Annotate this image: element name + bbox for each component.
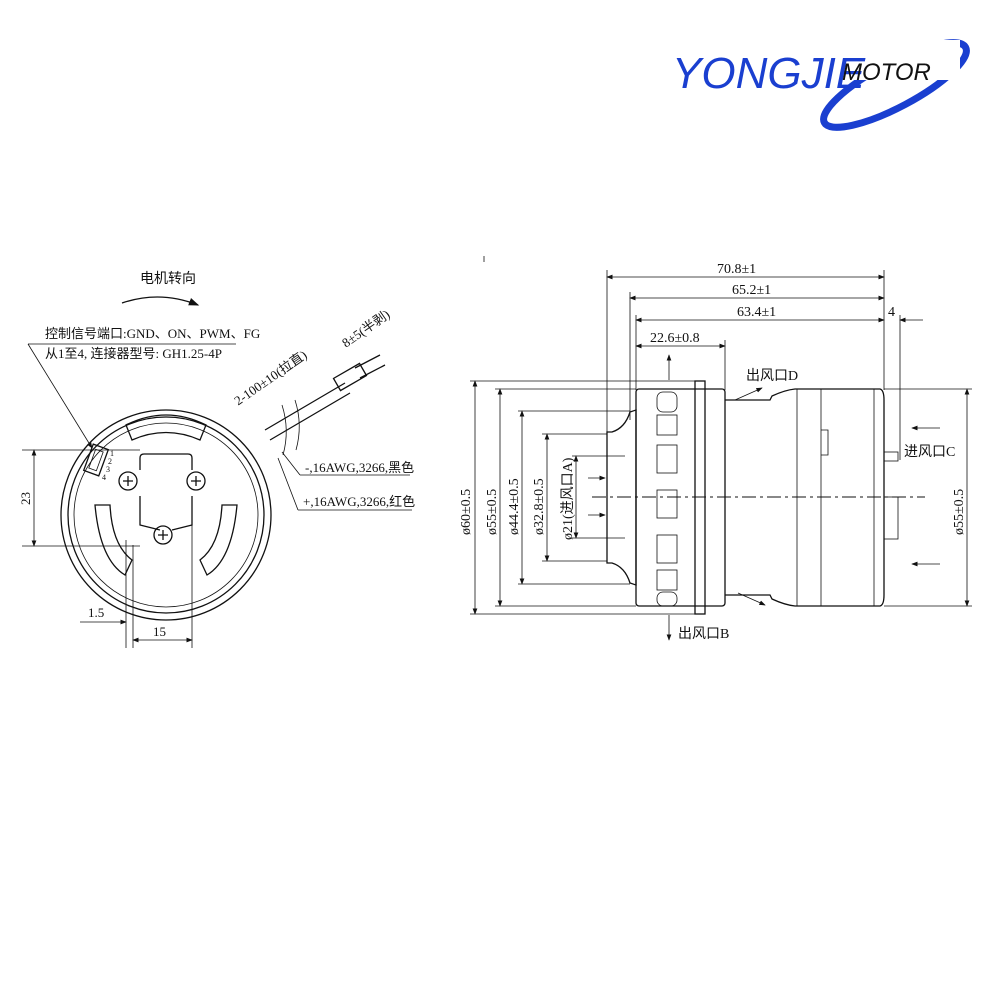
wire-length-label: 2-100±10(拉直): [231, 347, 309, 408]
screw-icon: [153, 525, 173, 545]
dim-front: 22.6±0.8: [650, 331, 700, 346]
dim-length-3: 63.4±1: [737, 305, 776, 320]
strip-length-label: 8±5(半剥): [339, 307, 392, 351]
connector-label: 从1至4, 连接器型号: GH1.25-4P: [45, 346, 222, 361]
motor-outer-circle: [60, 409, 272, 621]
rotation-arrow-icon: [121, 296, 200, 306]
pin-number: 4: [102, 473, 106, 482]
screw-icon: [186, 471, 206, 491]
logo-suffix: MOTOR: [842, 59, 931, 86]
outlet-b-label: 出风口B: [678, 626, 729, 642]
vent-slot: [125, 414, 207, 441]
vent-slot: [94, 504, 133, 576]
inlet-nozzle: [606, 409, 637, 586]
wire-negative-label: -,16AWG,3266,黑色: [305, 460, 414, 475]
dim-offset: 1.5: [88, 605, 104, 620]
logo: YONGJIE MOTOR: [672, 39, 970, 131]
side-view: 70.8±1 65.2±1 63.4±1 4 22.6±0.8: [459, 256, 972, 642]
dim-length-2: 65.2±1: [732, 283, 771, 298]
wire-leads: [264, 354, 386, 456]
dia-60: ø60±0.5: [459, 489, 474, 535]
shaft: [883, 451, 899, 462]
dim-height: 23: [18, 492, 33, 505]
inlet-c-label: 进风口C: [904, 444, 955, 460]
fan-blades: [656, 391, 678, 607]
dia-21: ø21(进风口A): [560, 457, 576, 540]
arrow-icon: [737, 592, 766, 606]
dim-width: 15: [153, 624, 166, 639]
flange: [694, 380, 706, 615]
front-view: 电机转向 控制信号端口:GND、ON、PWM、FG 从1至4, 连接器型号: G…: [18, 271, 415, 648]
vent-slot: [199, 504, 238, 576]
dia-32: ø32.8±0.5: [532, 478, 547, 535]
outlet-d-label: 出风口D: [746, 368, 798, 384]
motor-body: [725, 388, 885, 607]
dia-55: ø55±0.5: [485, 489, 500, 535]
logo-brand: YONGJIE: [672, 49, 866, 98]
rotation-label: 电机转向: [140, 271, 196, 287]
dim-total-length: 70.8±1: [717, 262, 756, 277]
pin-number: 1: [110, 449, 114, 458]
front-housing: [635, 388, 726, 607]
dim-shaft: 4: [888, 305, 895, 320]
arrow-icon: [734, 387, 763, 401]
dia-44: ø44.4±0.5: [507, 478, 522, 535]
pin-number: 3: [106, 465, 110, 474]
signal-port-label: 控制信号端口:GND、ON、PWM、FG: [45, 326, 260, 341]
wire-positive-label: +,16AWG,3266,红色: [303, 494, 415, 509]
connector-icon: [82, 443, 110, 477]
screw-icon: [118, 471, 138, 491]
dia-55-right: ø55±0.5: [952, 489, 967, 535]
pin-number: 2: [108, 457, 112, 466]
